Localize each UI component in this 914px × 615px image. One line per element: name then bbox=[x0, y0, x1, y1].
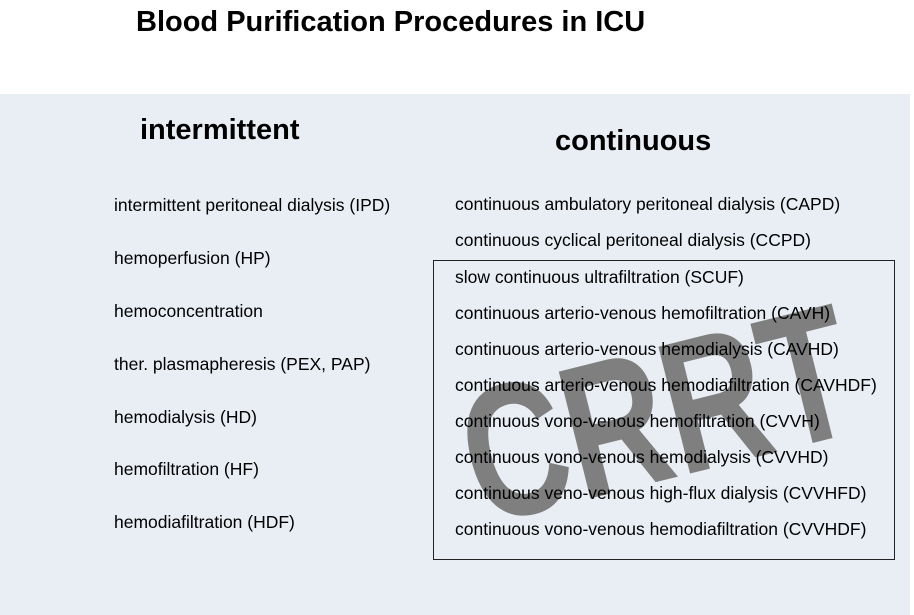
intermittent-item-ipd: intermittent peritoneal dialysis (IPD) bbox=[114, 195, 391, 215]
page-title: Blood Purification Procedures in ICU bbox=[136, 6, 646, 38]
continuous-item-ccpd: continuous cyclical peritoneal dialysis … bbox=[455, 230, 811, 250]
intermittent-item-hemoconcentration: hemoconcentration bbox=[114, 301, 263, 321]
continuous-item-cavh: continuous arterio-venous hemofiltration… bbox=[455, 303, 831, 323]
intermittent-item-hd: hemodialysis (HD) bbox=[114, 407, 257, 427]
continuous-item-scuf: slow continuous ultrafiltration (SCUF) bbox=[455, 267, 744, 287]
intermittent-item-hp: hemoperfusion (HP) bbox=[114, 248, 271, 268]
intermittent-item-pex: ther. plasmapheresis (PEX, PAP) bbox=[114, 354, 371, 374]
continuous-item-cvvh: continuous vono-venous hemofiltration (C… bbox=[455, 411, 820, 431]
intermittent-item-hdf: hemodiafiltration (HDF) bbox=[114, 512, 295, 532]
continuous-item-cavhd: continuous arterio-venous hemodialysis (… bbox=[455, 339, 839, 359]
continuous-item-capd: continuous ambulatory peritoneal dialysi… bbox=[455, 194, 841, 214]
crrt-group-box bbox=[433, 260, 895, 560]
continuous-heading: continuous bbox=[555, 125, 712, 157]
continuous-item-cvvhd: continuous vono-venous hemodialysis (CVV… bbox=[455, 447, 829, 467]
content-panel bbox=[0, 94, 910, 615]
continuous-item-cavhdf: continuous arterio-venous hemodiafiltrat… bbox=[455, 375, 877, 395]
continuous-item-cvvhfd: continuous veno-venous high-flux dialysi… bbox=[455, 483, 867, 503]
intermittent-heading: intermittent bbox=[140, 114, 300, 146]
intermittent-item-hf: hemofiltration (HF) bbox=[114, 459, 259, 479]
continuous-item-cvvhdf: continuous vono-venous hemodiafiltration… bbox=[455, 519, 867, 539]
